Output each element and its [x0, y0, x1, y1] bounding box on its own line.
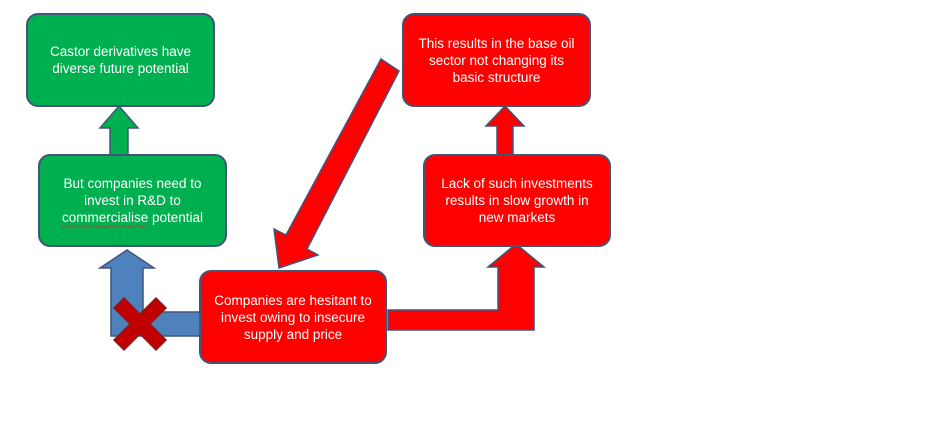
invest-rnd-text: But companies need to invest in R&D to c… — [50, 175, 215, 226]
castor-potential-box: Castor derivatives have diverse future p… — [26, 13, 215, 107]
invest-rnd-box: But companies need to invest in R&D to c… — [38, 154, 227, 247]
invest-rnd-misspelled-word: commercialise — [61, 210, 149, 225]
invest-rnd-text-start: But companies need to invest in R&D to — [63, 176, 202, 208]
bent-arrow-red-right — [387, 243, 547, 331]
cross-icon — [112, 296, 168, 352]
slow-growth-text: Lack of such investments results in slow… — [441, 176, 593, 225]
base-oil-text: This results in the base oil sector not … — [418, 35, 575, 85]
base-oil-box: This results in the base oil sector not … — [402, 13, 591, 107]
hesitant-text: Companies are hesitant to invest owing t… — [214, 292, 372, 342]
up-arrow-red — [484, 104, 526, 156]
castor-potential-text: Castor derivatives have diverse future p… — [49, 44, 192, 76]
up-arrow-green — [98, 104, 140, 156]
invest-rnd-text-end: potential — [148, 210, 204, 225]
diagonal-arrow-red — [273, 57, 400, 269]
hesitant-box: Companies are hesitant to invest owing t… — [199, 270, 387, 364]
slow-growth-box: Lack of such investments results in slow… — [423, 154, 611, 247]
